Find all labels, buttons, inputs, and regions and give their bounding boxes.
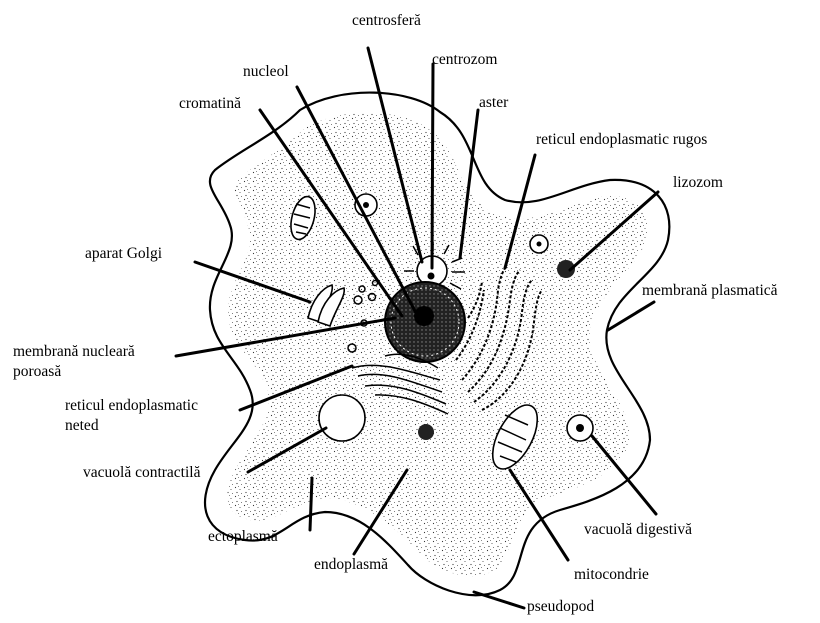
label-reticul-neted: reticul endoplasmatic <box>65 397 198 414</box>
label-membrana-plasmatica: membrană plasmatică <box>642 282 778 299</box>
label-reticul-neted-2: neted <box>65 417 99 434</box>
label-vacuola-digestiva: vacuolă digestivă <box>584 521 692 538</box>
label-endoplasma: endoplasmă <box>314 556 388 573</box>
contractile-vacuole <box>319 395 365 441</box>
small-vacuole-right <box>530 235 548 253</box>
nucleus <box>385 282 465 362</box>
label-membrana-nucleara-2: poroasă <box>13 363 61 380</box>
label-membrana-nucleara: membrană nucleară <box>13 343 135 360</box>
digestive-vacuole <box>567 415 593 441</box>
label-aster: aster <box>479 94 509 111</box>
label-vacuola-contractila: vacuolă contractilă <box>83 464 201 481</box>
label-mitocondrie: mitocondrie <box>574 566 649 583</box>
label-centrosfera: centrosferă <box>352 12 421 29</box>
label-pseudopod: pseudopod <box>527 598 594 615</box>
label-aparat-golgi: aparat Golgi <box>85 245 163 262</box>
label-reticul-rugos: reticul endoplasmatic rugos <box>536 131 707 148</box>
label-lizozom: lizozom <box>673 174 723 191</box>
label-ectoplasma: ectoplasmă <box>208 528 278 545</box>
label-centrozom: centrozom <box>432 51 497 68</box>
label-cromatina: cromatină <box>179 95 241 112</box>
lysosome-small <box>418 424 434 440</box>
label-nucleol: nucleol <box>243 63 289 80</box>
nucleolus <box>414 306 434 326</box>
